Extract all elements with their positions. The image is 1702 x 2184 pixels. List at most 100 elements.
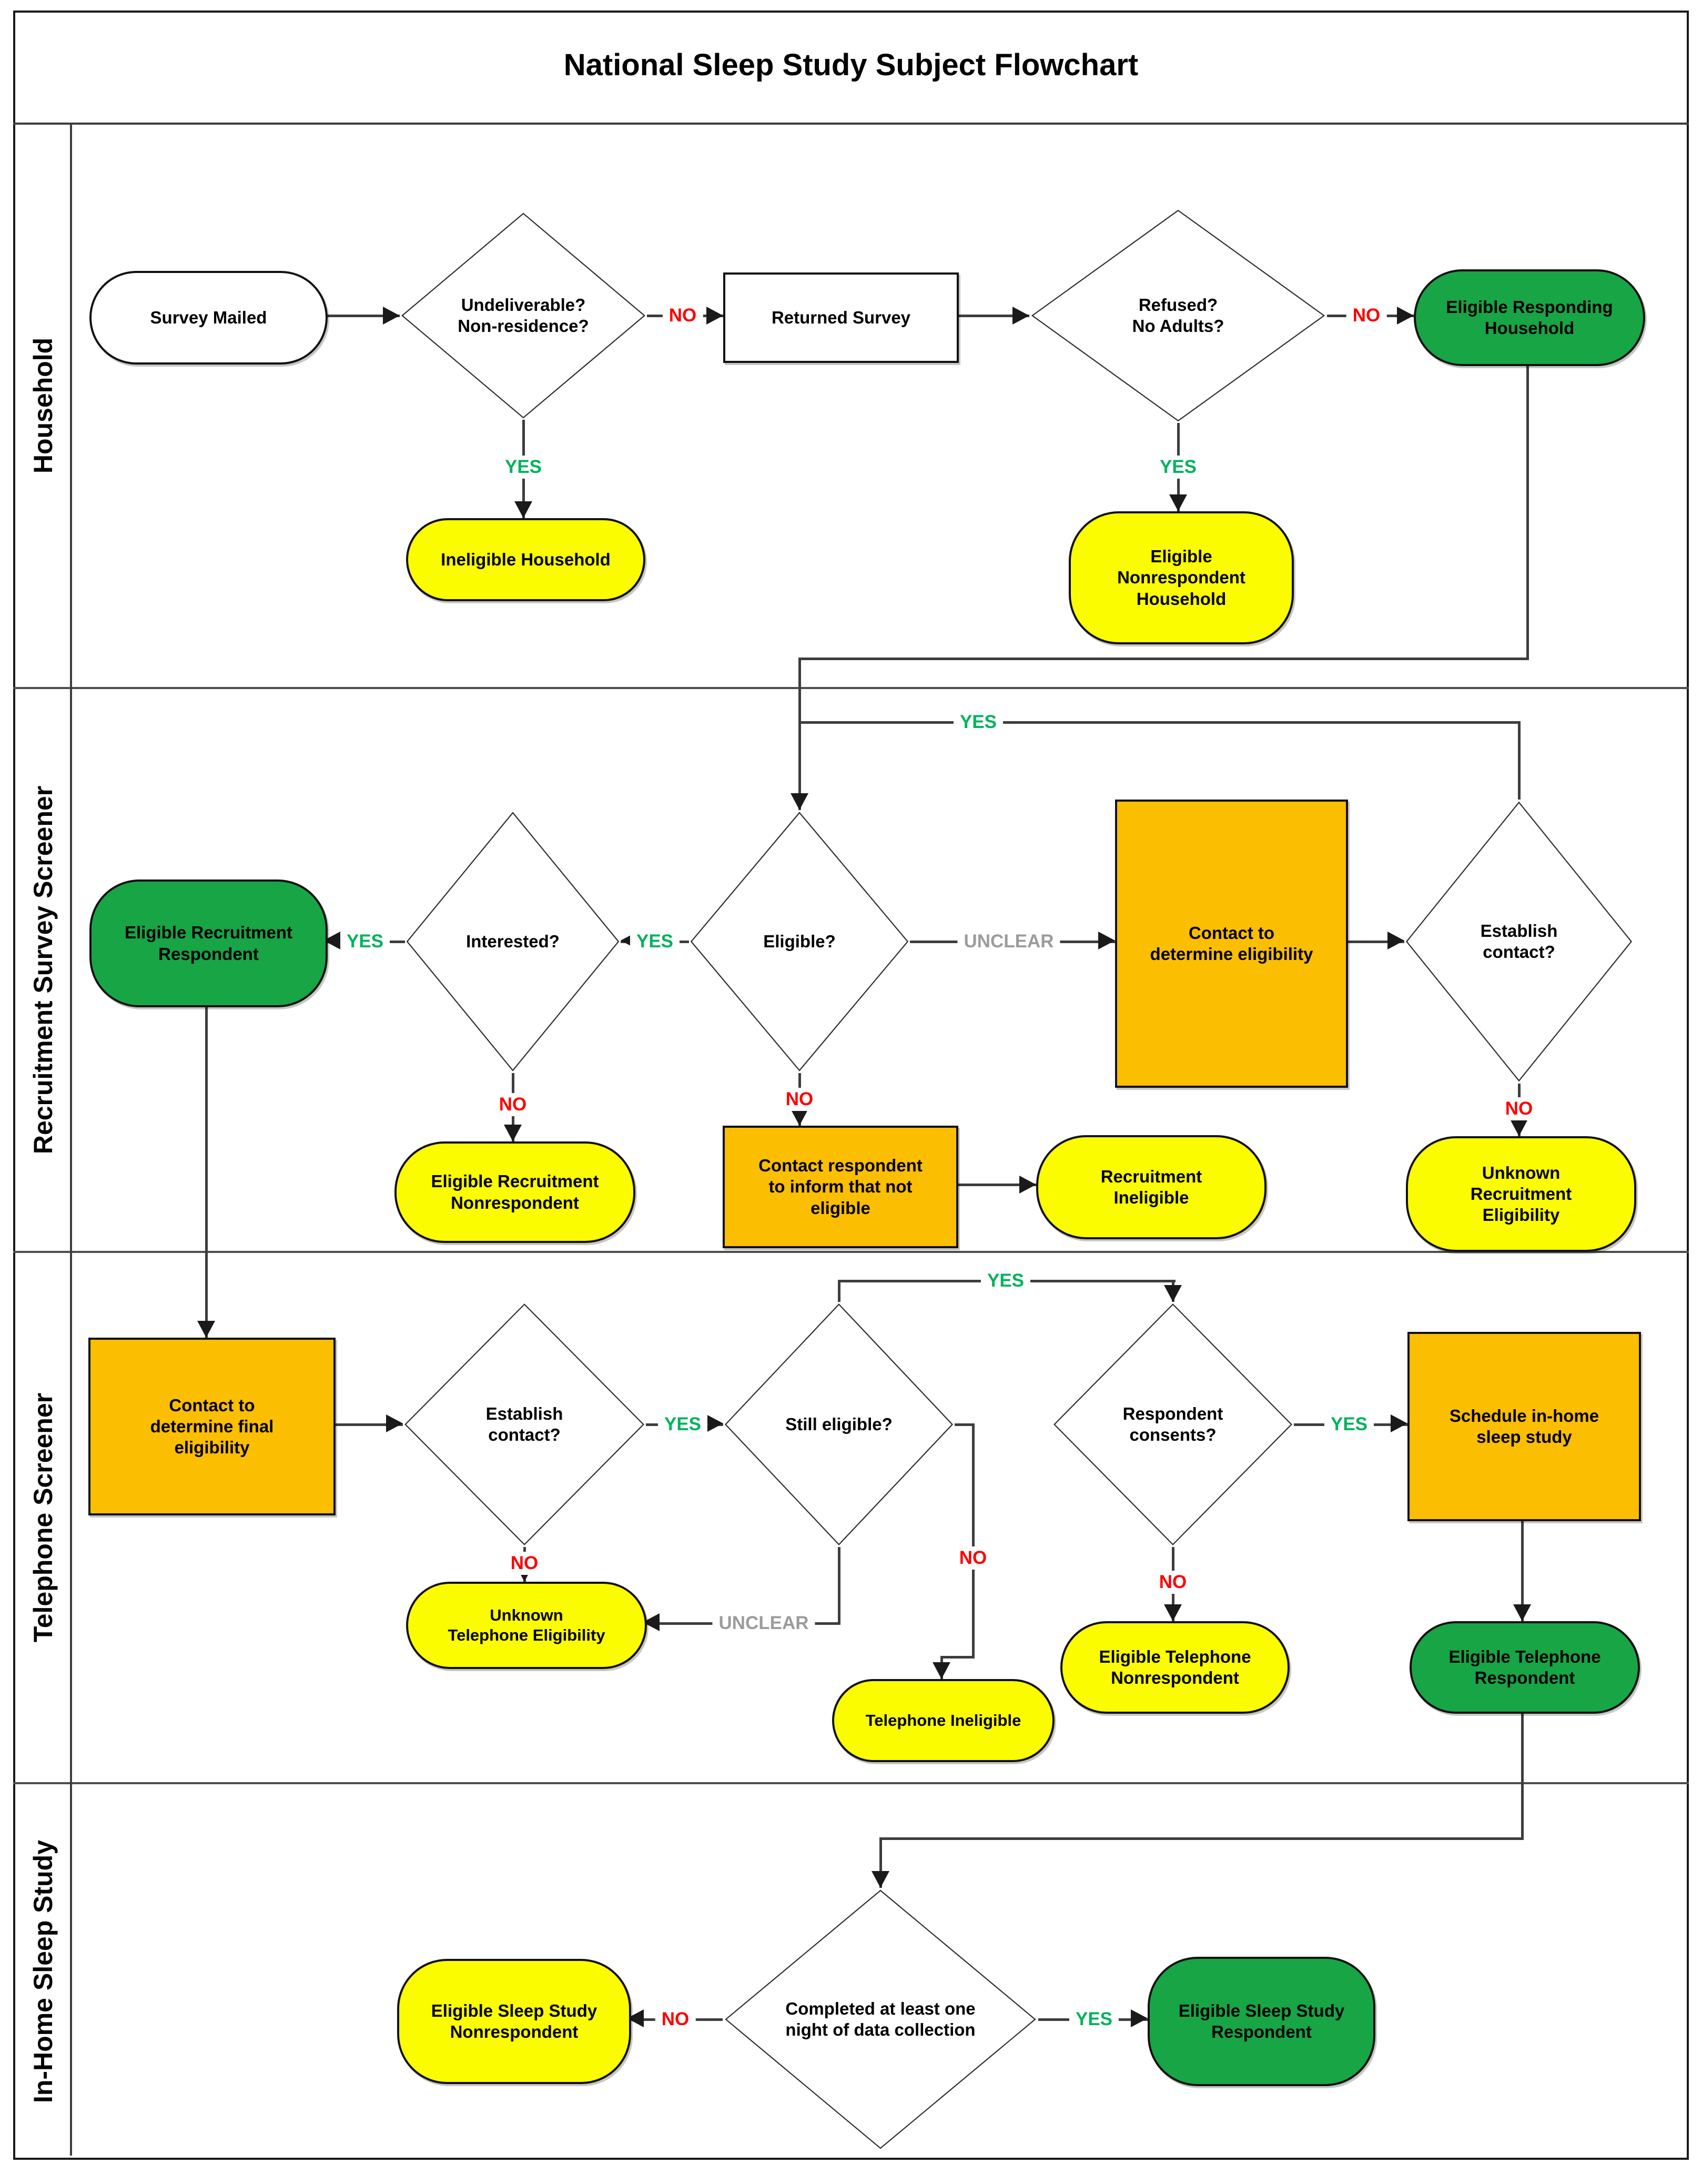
connector bbox=[955, 315, 1029, 317]
edge-label-no: NO bbox=[504, 1552, 545, 1575]
connector bbox=[955, 1423, 975, 1426]
arrowhead-icon bbox=[1387, 932, 1404, 949]
node-label: Unknown Recruitment Eligibility bbox=[1470, 1162, 1572, 1225]
node-establish-contact-question-2: Establish contact? bbox=[403, 1302, 646, 1547]
node-label: Ineligible Household bbox=[441, 549, 611, 569]
node-label: Establish contact? bbox=[1480, 921, 1558, 962]
node-label: Telephone Ineligible bbox=[865, 1711, 1021, 1730]
node-eligible-question: Eligible? bbox=[689, 810, 910, 1073]
connector bbox=[1344, 941, 1404, 943]
arrowhead-icon bbox=[386, 1414, 403, 1432]
node-undeliverable-question: Undeliverable? Non-residence? bbox=[400, 211, 647, 420]
node-contact-determine-final-eligibility: Contact to determine final eligibility bbox=[88, 1338, 336, 1515]
node-label: Unknown Telephone Eligibility bbox=[448, 1606, 605, 1644]
node-eligible-sleep-study-nonrespondent: Eligible Sleep Study Nonrespondent bbox=[397, 1959, 631, 2084]
connector bbox=[940, 1656, 975, 1659]
edge-label-yes: YES bbox=[1069, 2008, 1119, 2031]
node-unknown-telephone-eligibility: Unknown Telephone Eligibility bbox=[406, 1582, 647, 1669]
arrowhead-icon bbox=[514, 501, 532, 518]
node-ineligible-household: Ineligible Household bbox=[406, 518, 645, 601]
node-label: Recruitment Ineligible bbox=[1100, 1166, 1202, 1207]
node-label: Eligible Responding Household bbox=[1446, 297, 1613, 338]
node-label: Returned Survey bbox=[771, 307, 911, 327]
node-label: Undeliverable? Non-residence? bbox=[458, 295, 589, 336]
edge-label-no: NO bbox=[1152, 1571, 1193, 1594]
node-survey-mailed: Survey Mailed bbox=[89, 271, 328, 365]
connector bbox=[798, 658, 801, 810]
node-label: Respondent consents? bbox=[1122, 1403, 1223, 1444]
arrowhead-icon bbox=[1164, 1604, 1182, 1621]
node-eligible-recruitment-nonrespondent: Eligible Recruitment Nonrespondent bbox=[394, 1141, 635, 1243]
arrowhead-icon bbox=[1098, 932, 1115, 949]
edge-label-yes: YES bbox=[980, 1269, 1031, 1292]
connector bbox=[1521, 1517, 1524, 1621]
node-still-eligible-question: Still eligible? bbox=[723, 1302, 955, 1547]
node-schedule-inhome-sleep-study: Schedule in-home sleep study bbox=[1407, 1332, 1641, 1521]
node-unknown-recruitment-eligibility: Unknown Recruitment Eligibility bbox=[1406, 1136, 1636, 1252]
connector bbox=[972, 1423, 975, 1659]
edge-label-no: NO bbox=[662, 304, 703, 327]
connector bbox=[838, 1547, 840, 1625]
edge-label-yes: YES bbox=[630, 930, 680, 953]
node-refused-question: Refused? No Adults? bbox=[1029, 208, 1327, 423]
lane-label-recruitment-survey-screener: Recruitment Survey Screener bbox=[28, 785, 58, 1155]
edge-label-yes: YES bbox=[1153, 456, 1203, 479]
node-label: Contact to determine eligibility bbox=[1150, 923, 1313, 964]
decision-diamond-shape bbox=[723, 1302, 955, 1547]
node-eligible-nonrespondent-household: Eligible Nonrespondent Household bbox=[1069, 511, 1294, 644]
connector bbox=[879, 1837, 882, 1888]
chart-outer-border bbox=[13, 11, 1689, 2160]
edge-label-unclear: UNCLEAR bbox=[957, 930, 1060, 953]
node-interested-question: Interested? bbox=[405, 810, 621, 1073]
connector bbox=[954, 1184, 1036, 1186]
arrowhead-icon bbox=[1391, 1414, 1407, 1432]
page-title: National Sleep Study Subject Flowchart bbox=[563, 48, 1139, 82]
arrowhead-icon bbox=[1510, 1119, 1528, 1136]
decision-diamond-shape bbox=[405, 810, 621, 1073]
arrowhead-icon bbox=[197, 1321, 215, 1338]
edge-label-no: NO bbox=[779, 1088, 820, 1111]
arrowhead-icon bbox=[791, 1109, 808, 1126]
node-label: Eligible Sleep Study Respondent bbox=[1178, 2000, 1345, 2041]
node-label: Survey Mailed bbox=[150, 307, 267, 327]
arrowhead-icon bbox=[706, 1414, 723, 1432]
node-recruitment-ineligible: Recruitment Ineligible bbox=[1036, 1135, 1267, 1239]
connector bbox=[205, 1003, 208, 1338]
edge-label-yes: YES bbox=[498, 456, 549, 479]
node-label: Eligible Recruitment Respondent bbox=[124, 923, 293, 964]
connector bbox=[1526, 362, 1529, 660]
decision-diamond-shape bbox=[1052, 1302, 1294, 1547]
node-label: Contact respondent to inform that not el… bbox=[758, 1156, 923, 1218]
node-contact-inform-not-eligible: Contact respondent to inform that not el… bbox=[723, 1126, 958, 1248]
node-eligible-responding-household: Eligible Responding Household bbox=[1414, 269, 1645, 366]
connector bbox=[331, 1423, 403, 1426]
node-contact-determine-eligibility: Contact to determine eligibility bbox=[1115, 800, 1348, 1088]
node-establish-contact-question-1: Establish contact? bbox=[1404, 800, 1634, 1084]
edge-label-no: NO bbox=[1346, 304, 1387, 327]
connector bbox=[798, 658, 1529, 660]
node-label: Eligible Sleep Study Nonrespondent bbox=[431, 2000, 597, 2041]
connector bbox=[838, 1280, 840, 1302]
lane-label-column-divider bbox=[70, 123, 72, 2156]
node-label: Eligible Telephone Respondent bbox=[1448, 1646, 1601, 1687]
decision-diamond-shape bbox=[1404, 800, 1634, 1084]
node-label: Schedule in-home sleep study bbox=[1449, 1406, 1599, 1447]
edge-label-unclear: UNCLEAR bbox=[712, 1612, 815, 1635]
edge-label-no: NO bbox=[1498, 1097, 1539, 1120]
node-eligible-sleep-study-respondent: Eligible Sleep Study Respondent bbox=[1148, 1957, 1375, 2086]
arrowhead-icon bbox=[1513, 1604, 1531, 1621]
connector bbox=[323, 315, 400, 317]
node-label: Establish contact? bbox=[485, 1403, 563, 1444]
lane-divider-3 bbox=[13, 1782, 1689, 1784]
node-label: Eligible Nonrespondent Household bbox=[1117, 547, 1245, 609]
edge-label-yes: YES bbox=[953, 711, 1004, 734]
node-completed-night-question: Completed at least one night of data col… bbox=[723, 1888, 1038, 2151]
edge-label-no: NO bbox=[655, 2008, 696, 2031]
node-label: Eligible? bbox=[763, 931, 836, 951]
node-eligible-recruitment-respondent: Eligible Recruitment Respondent bbox=[89, 879, 328, 1007]
node-label: Completed at least one night of data col… bbox=[785, 1998, 976, 2039]
arrowhead-icon bbox=[933, 1662, 950, 1679]
title-divider bbox=[13, 123, 1689, 125]
node-label: Interested? bbox=[466, 931, 560, 951]
